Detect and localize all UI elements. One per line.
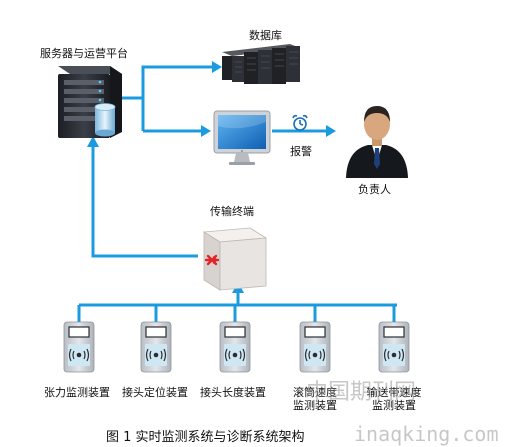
- device-label-3: 接头长度装置: [200, 386, 266, 399]
- server-label: 服务器与运营平台: [40, 47, 128, 60]
- device-label-5-line2: 监测装置: [372, 399, 416, 412]
- transmission-terminal-label: 传输终端: [210, 205, 254, 218]
- device-icon-3: [219, 321, 251, 373]
- alarm-label: 报警: [290, 145, 312, 158]
- transmission-terminal-icon: [202, 227, 268, 291]
- device-label-4: 滚筒速度 监测装置: [285, 386, 345, 412]
- figure-caption: 图 1 实时监测系统与诊断系统架构: [106, 430, 305, 445]
- devices: [63, 321, 410, 373]
- device-label-5-line1: 输送带速度: [366, 386, 422, 399]
- watermark-cn: 中国期刊网: [306, 380, 417, 405]
- arrow-to-monitor: [201, 125, 211, 137]
- monitor-icon: [213, 110, 271, 165]
- device-icon-4: [299, 321, 331, 373]
- device-icon-5: [378, 321, 410, 373]
- device-label-4-line2: 监测装置: [293, 399, 337, 412]
- device-label-1: 张力监测装置: [44, 386, 110, 399]
- database-label: 数据库: [249, 29, 282, 42]
- device-icon-1: [63, 321, 95, 373]
- person-label: 负责人: [358, 183, 391, 196]
- arrow-to-database: [212, 61, 222, 73]
- arrow-to-person: [326, 125, 336, 137]
- connectors: [77, 65, 397, 322]
- alarm-clock-icon: [292, 114, 308, 131]
- connector-server-database: [122, 65, 214, 100]
- device-icon-2: [140, 321, 172, 373]
- person-icon: [346, 106, 408, 178]
- watermark-url: inaqking.com: [354, 422, 499, 446]
- connector-terminal-server: [91, 145, 198, 258]
- database-icon: [222, 44, 300, 84]
- storage-cylinder-icon: [94, 103, 116, 137]
- device-label-4-line1: 滚筒速度: [293, 386, 337, 399]
- arrow-to-server: [87, 136, 99, 147]
- device-label-5: 输送带速度 监测装置: [359, 386, 429, 412]
- device-label-2: 接头定位装置: [122, 386, 188, 399]
